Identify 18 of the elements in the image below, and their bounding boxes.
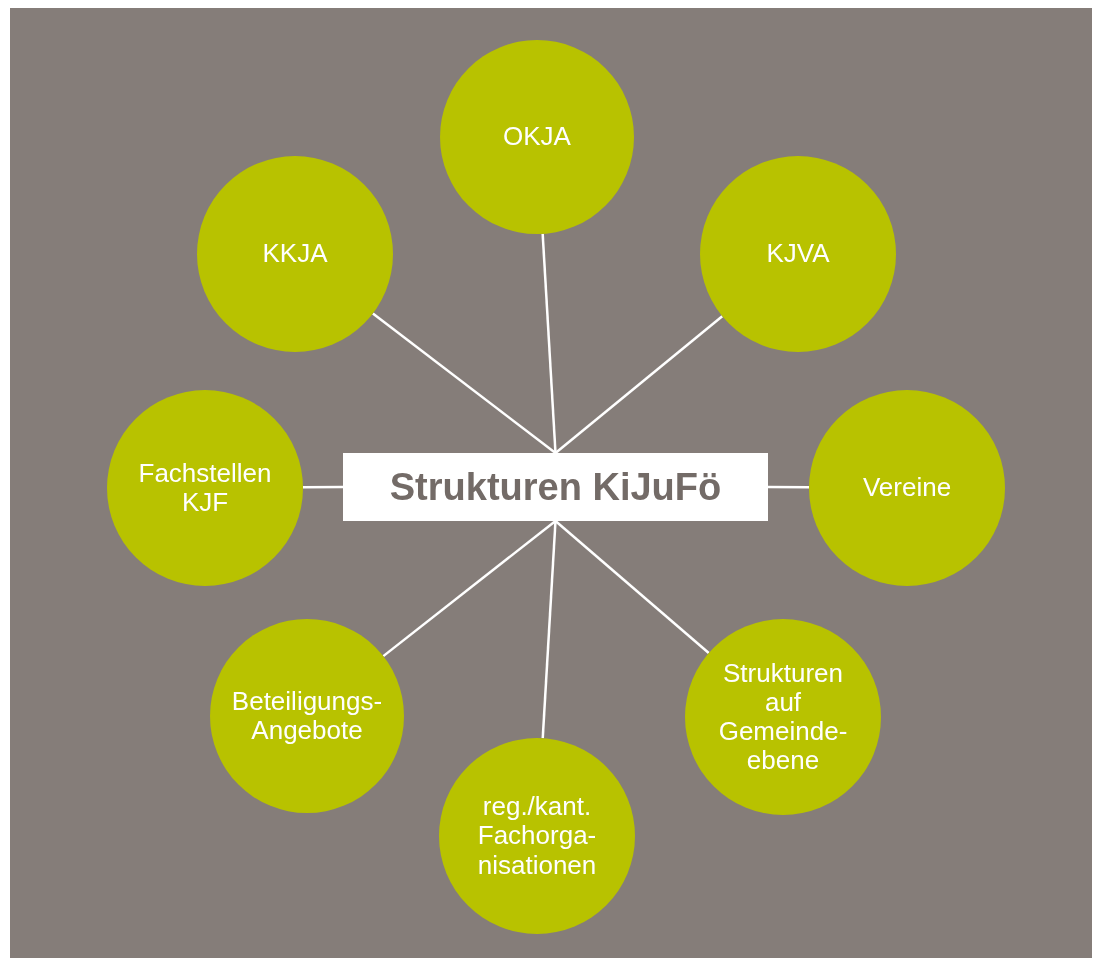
node-label: Fachstellen KJF — [137, 458, 273, 518]
connector-line — [554, 520, 710, 654]
node-label: KKJA — [262, 239, 328, 269]
title-box — [343, 453, 768, 521]
node-label: OKJA — [503, 122, 571, 152]
connector-line — [372, 312, 557, 454]
title-text: Strukturen KiJuFö — [389, 465, 722, 509]
node-label: Vereine — [862, 473, 952, 503]
node-label: KJVA — [766, 239, 830, 269]
connector-line — [541, 233, 557, 454]
connector-line — [303, 485, 343, 489]
node-label: Beteiligungs-Angebote — [230, 686, 384, 746]
connector-line — [382, 520, 557, 658]
connector-line — [554, 315, 724, 454]
connector-line — [768, 485, 809, 489]
connector-line — [541, 520, 557, 739]
node-label: Strukturen auf Gemeinde-ebene — [717, 658, 849, 776]
node-label: reg./kant. Fachorga-nisationen — [476, 792, 598, 880]
